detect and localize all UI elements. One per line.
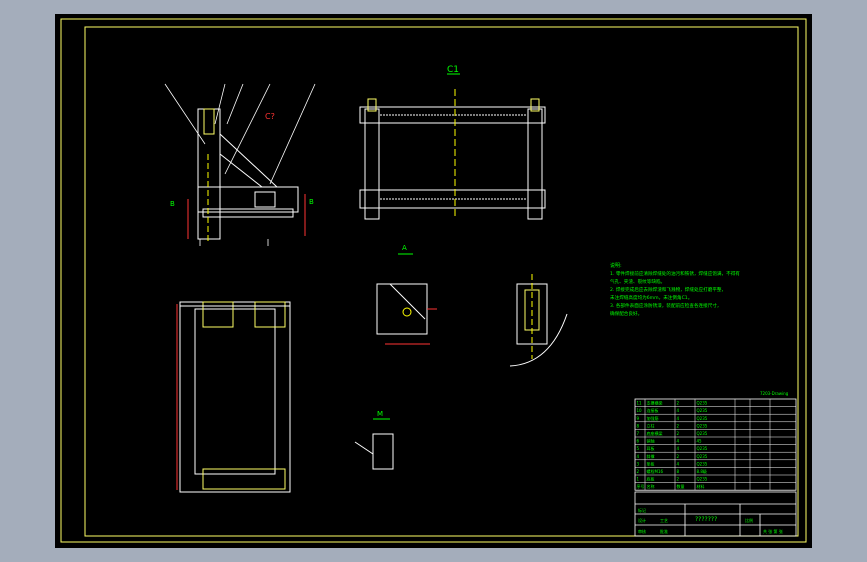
detail-label-bottom: M [377, 410, 383, 418]
drawing-name: ??????? [695, 516, 717, 523]
title-label: 批准 [660, 528, 668, 534]
bom-cell: 8 [677, 469, 680, 474]
scale-label: 比例 [745, 517, 753, 523]
note-line: 确保配合良好。 [610, 310, 642, 317]
bom-cell: 2 [677, 454, 680, 459]
notes-block: 说明: 1. 零件焊接前应清除焊缝处的油污和铁锈，焊缝应饱满，不得有 气孔、夹渣… [610, 262, 740, 317]
detail-view-plate [376, 283, 437, 345]
bom-cell: Q235 [697, 446, 708, 451]
bom-cell: Q235 [697, 401, 708, 406]
title-label: 标记 [638, 507, 646, 513]
bom-cell: 4 [677, 446, 680, 451]
title-label: 工艺 [660, 518, 668, 523]
bom-cell: 2 [637, 469, 640, 474]
side-view-leaders [164, 83, 316, 246]
section-mark-right: B [309, 198, 314, 206]
bom-header-cell: 材料 [697, 483, 705, 489]
bom-header-cell: 序号 [637, 483, 645, 489]
bom-cell: 6 [637, 439, 640, 444]
bom-cell: 螺栓M16 [647, 468, 664, 474]
note-line: 1. 零件焊接前应清除焊缝处的油污和铁锈，焊缝应饱满，不得有 [610, 270, 740, 277]
bom-cell: 2 [677, 477, 680, 482]
note-line: 气孔、夹渣、裂纹等缺陷。 [610, 278, 665, 285]
bom-cell: 10 [637, 408, 643, 413]
title-label: 审核 [638, 528, 646, 534]
bom-cell: 7 [637, 431, 640, 436]
bom-cell: 5 [637, 446, 640, 451]
bom-cell: 1 [637, 477, 640, 482]
bom-cell: 连接板 [647, 407, 659, 413]
bom-cell: 耳板 [647, 445, 655, 451]
bom-cell: Q235 [697, 477, 708, 482]
bom-cell: 45 [697, 439, 703, 444]
detail-label-small: A [402, 244, 407, 252]
bom-cell: 8 [637, 423, 640, 428]
bom-cell: Q235 [697, 454, 708, 459]
cad-drawing: C? B B C1 A [60, 18, 807, 543]
drawing-sheet: C? B B C1 A [55, 14, 812, 548]
bom-cell: Q235 [697, 461, 708, 466]
front-view [359, 89, 546, 220]
outer-frame [60, 18, 807, 543]
bom-cell: 2 [677, 401, 680, 406]
bom-cell: 11 [637, 401, 643, 406]
bom-cell: 垫板 [647, 460, 655, 466]
side-view [187, 108, 306, 244]
bom-cell: 底座横梁 [647, 430, 663, 436]
inner-frame [84, 26, 799, 537]
bom-cell: 2 [677, 431, 680, 436]
bom-cell: 支撑横梁 [647, 400, 663, 406]
bom-cell: 斜撑 [647, 453, 655, 459]
bom-cell: 销轴 [647, 438, 655, 444]
bom-cell: Q235 [697, 431, 708, 436]
bom-cell: 8.8级 [697, 468, 707, 474]
title-block [634, 491, 797, 537]
section-label-top: C1 [447, 65, 459, 75]
bom-header-cell: 数量 [677, 483, 685, 489]
bom-cell: 立柱 [647, 422, 655, 428]
sheet-label: 共 张 第 张 [763, 528, 783, 534]
notes-heading: 说明: [610, 262, 622, 269]
bom-header-cell: 名称 [647, 483, 655, 489]
bom-cell: 9 [637, 416, 640, 421]
plan-view [176, 301, 291, 493]
note-line: 2. 焊接完成后应去除焊渣和飞溅物，焊缝处应打磨平整， [610, 286, 726, 293]
section-mark-left: B [170, 200, 175, 208]
bom-header-title: 7203-Drawing [760, 391, 789, 396]
detail-view-pin [509, 274, 568, 367]
note-line: 未注焊缝高度均为6mm，未注倒角C1。 [610, 294, 692, 301]
bom-cell: 3 [637, 461, 640, 466]
bom-cell: 4 [677, 416, 680, 421]
bom-cell: Q235 [697, 408, 708, 413]
title-label: 设计 [638, 517, 646, 523]
section-label-left: C? [265, 112, 275, 121]
bom-cell: 4 [677, 408, 680, 413]
bom-cell: 2 [677, 423, 680, 428]
note-line: 3. 各部件表面应涂防锈漆，装配前应检查各连接尺寸， [610, 302, 722, 309]
bom-cell: Q235 [697, 423, 708, 428]
bom-cell: 加强筋 [647, 415, 659, 421]
bom-cell: Q235 [697, 416, 708, 421]
bom-cell: 底板 [647, 476, 655, 482]
bom-cell: 4 [677, 439, 680, 444]
bom-cell: 4 [637, 454, 640, 459]
bom-cell: 4 [677, 461, 680, 466]
detail-view-bottom [354, 433, 394, 470]
